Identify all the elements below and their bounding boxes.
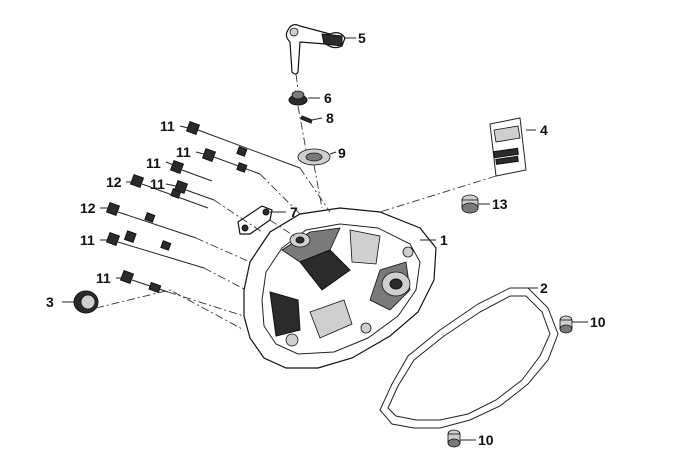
- bolt-11-row3: [169, 159, 213, 182]
- part-3-oil-seal: [73, 290, 99, 314]
- bolt-11-row2: [201, 147, 261, 175]
- callout-9: 9: [338, 145, 346, 161]
- callout-1: 1: [440, 232, 448, 248]
- bolt-11-row6: [105, 230, 205, 269]
- callout-5: 5: [358, 30, 366, 46]
- callout-11-row7: 11: [96, 270, 111, 286]
- bolt-11-row1: [185, 120, 301, 169]
- callout-11-row2: 11: [176, 144, 191, 160]
- callout-11-row6: 11: [80, 232, 95, 248]
- part-1-crankcase-cover: [243, 207, 437, 369]
- part-5-lever: [285, 24, 346, 75]
- callout-11-row4: 11: [150, 176, 165, 192]
- part-6-spring: [288, 90, 308, 106]
- callout-3: 3: [46, 294, 54, 310]
- part-10-dowel-upper: [559, 315, 573, 334]
- bolt-group: [105, 120, 301, 294]
- callout-7: 7: [290, 204, 298, 220]
- callout-12-row5: 12: [80, 200, 96, 216]
- callout-2: 2: [540, 280, 548, 296]
- callout-11-row1: 11: [160, 118, 175, 134]
- bolt-11-row7: [119, 269, 169, 294]
- callout-8: 8: [326, 110, 334, 126]
- part-13-cap: [461, 194, 479, 214]
- callout-6: 6: [324, 90, 332, 106]
- callout-11-row3: 11: [146, 155, 161, 171]
- part-2-gasket: [379, 287, 559, 429]
- part-7-bracket: [237, 205, 273, 235]
- callout-10-lower: 10: [478, 432, 494, 448]
- callout-12-row4: 12: [106, 174, 122, 190]
- part-10-dowel-lower: [447, 429, 461, 448]
- callout-13: 13: [492, 196, 508, 212]
- part-9-oil-seal: [297, 148, 331, 166]
- callout-4: 4: [540, 122, 548, 138]
- bolt-12-row4: [129, 173, 215, 209]
- part-8-pin: [300, 115, 313, 124]
- part-4-filter: [489, 117, 527, 177]
- leader-lines: [62, 37, 588, 441]
- callout-10-upper: 10: [590, 314, 606, 330]
- callout-labels: 5 6 8 9 4 13 7 1 2 10 10 3 11 11 11 12 1…: [46, 30, 606, 448]
- assembly-lines: [95, 73, 497, 331]
- bolt-12-row5: [105, 201, 197, 239]
